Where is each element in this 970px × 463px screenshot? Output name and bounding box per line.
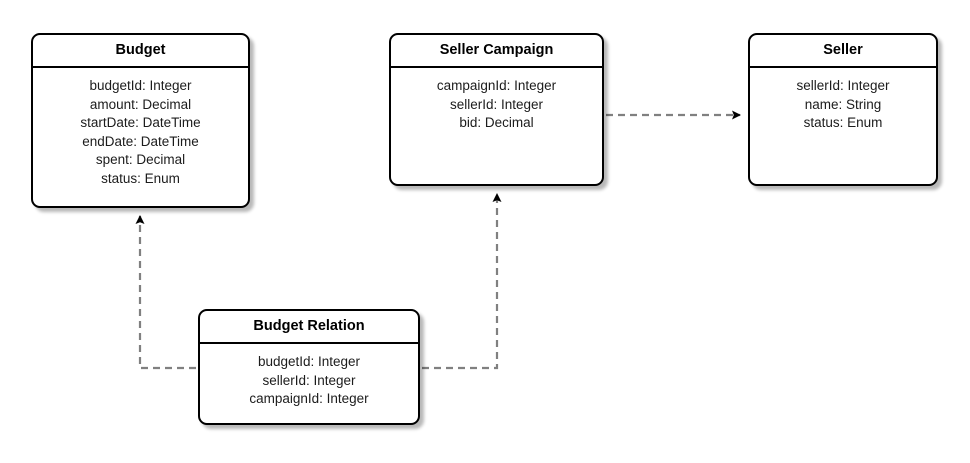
entity-budget[interactable]: Budget budgetId: Integer amount: Decimal… bbox=[31, 33, 250, 208]
entity-budget-relation[interactable]: Budget Relation budgetId: Integer seller… bbox=[198, 309, 420, 425]
entity-seller-title: Seller bbox=[750, 35, 936, 68]
attribute-row: budgetId: Integer bbox=[257, 354, 361, 369]
attribute-row: amount: Decimal bbox=[89, 96, 192, 112]
entity-seller-attributes: sellerId: Integer name: String status: E… bbox=[750, 68, 936, 133]
attribute-row: startDate: DateTime bbox=[80, 115, 201, 130]
entity-seller-campaign-attributes: campaignId: Integer sellerId: Integer bi… bbox=[391, 68, 602, 133]
entity-seller[interactable]: Seller sellerId: Integer name: String st… bbox=[748, 33, 938, 186]
attribute-row: spent: Decimal bbox=[95, 152, 186, 167]
attribute-row: status: Enum bbox=[101, 170, 180, 186]
edge-budget-relation-to-seller-campaign bbox=[422, 193, 502, 370]
attribute-row: name: String bbox=[804, 96, 882, 112]
attribute-row: endDate: DateTime bbox=[82, 133, 199, 149]
entity-seller-campaign-title: Seller Campaign bbox=[391, 35, 602, 68]
attribute-row: sellerId: Integer bbox=[449, 96, 544, 112]
attribute-row: bid: Decimal bbox=[459, 115, 534, 130]
attribute-row: sellerId: Integer bbox=[262, 372, 356, 388]
attribute-row: sellerId: Integer bbox=[796, 78, 890, 93]
attribute-row: campaignId: Integer bbox=[436, 78, 557, 93]
entity-budget-attributes: budgetId: Integer amount: Decimal startD… bbox=[33, 68, 248, 188]
attribute-row: budgetId: Integer bbox=[89, 78, 192, 93]
attribute-row: campaignId: Integer bbox=[249, 391, 369, 406]
entity-seller-campaign[interactable]: Seller Campaign campaignId: Integer sell… bbox=[389, 33, 604, 186]
edge-budget-relation-to-budget bbox=[135, 215, 196, 370]
entity-budget-title: Budget bbox=[33, 35, 248, 68]
attribute-row: status: Enum bbox=[803, 115, 883, 130]
entity-budget-relation-title: Budget Relation bbox=[200, 311, 418, 344]
entity-budget-relation-attributes: budgetId: Integer sellerId: Integer camp… bbox=[200, 344, 418, 409]
